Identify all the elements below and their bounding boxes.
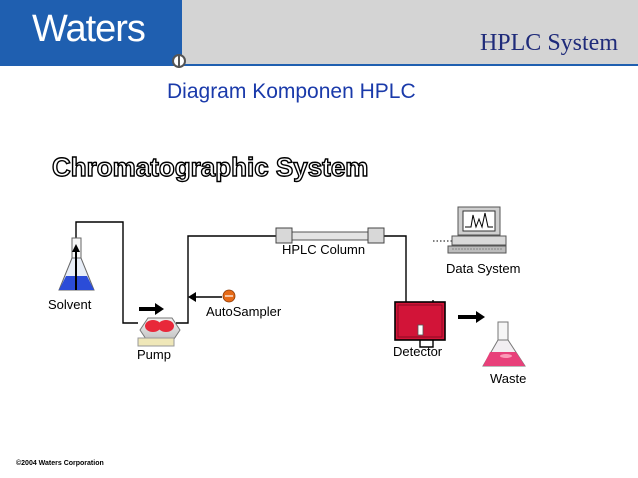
waste-flask-icon (482, 321, 526, 367)
slide-subtitle: Diagram Komponen HPLC (167, 80, 416, 103)
header-title: HPLC System (479, 30, 618, 56)
solvent-to-pump-line (75, 221, 138, 324)
waters-logo-box: Waters (0, 0, 180, 64)
waste-label: Waste (490, 371, 526, 386)
pump-label: Pump (137, 347, 171, 362)
pump-to-column-line (176, 235, 276, 324)
header-underline (0, 64, 638, 66)
diagram-title: Chromatographic System (52, 152, 368, 182)
data-system-label: Data System (446, 261, 520, 276)
hplc-column-icon (275, 227, 385, 244)
solvent-label: Solvent (48, 297, 92, 312)
detector-icon (394, 301, 485, 341)
header-band (180, 0, 638, 64)
computer-icon (447, 206, 507, 254)
detector-label: Detector (393, 344, 443, 359)
column-to-detector-line (384, 235, 407, 302)
header-divider (180, 0, 182, 66)
solvent-flask-icon (58, 237, 95, 291)
waters-logo: Waters (32, 8, 146, 50)
autosampler-icon (188, 289, 236, 303)
copyright-footer: ©2004 Waters Corporation (16, 460, 104, 467)
autosampler-label: AutoSampler (206, 304, 282, 319)
pump-icon (137, 303, 181, 347)
hplc-column-label: HPLC Column (282, 242, 365, 257)
circle-mark-icon (172, 54, 186, 68)
